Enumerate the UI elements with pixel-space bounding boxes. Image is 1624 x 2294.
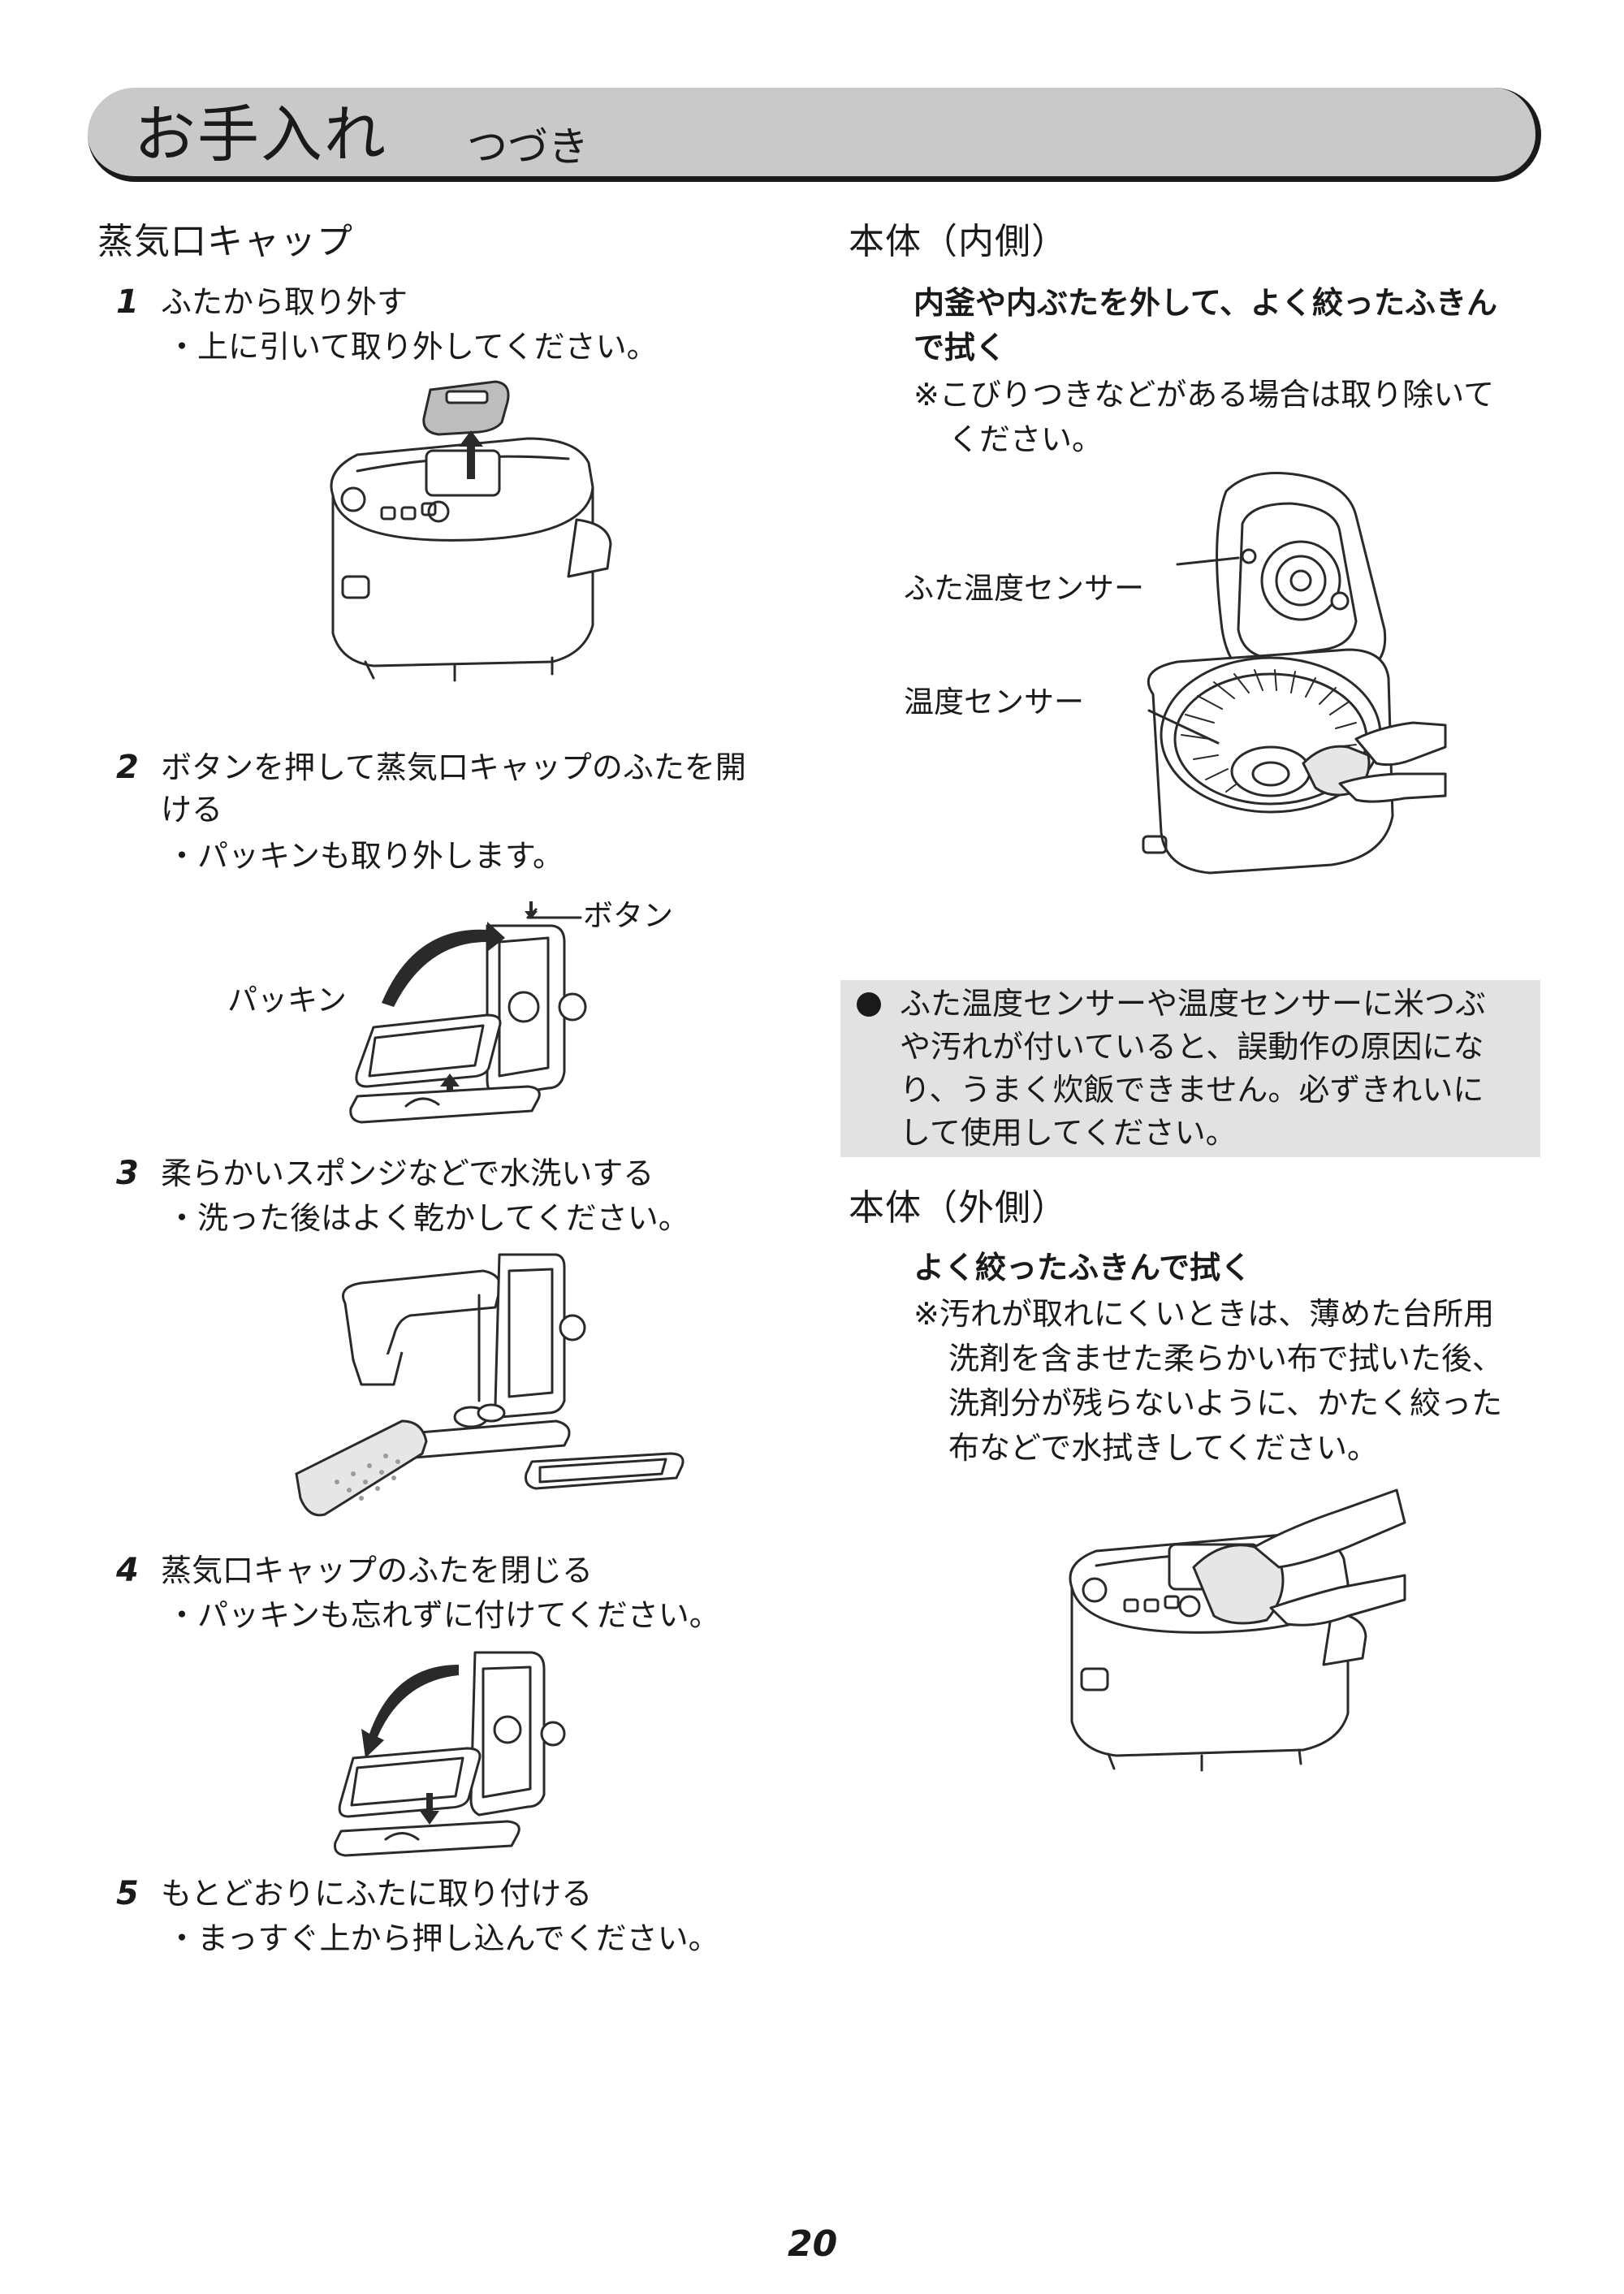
page-title: お手入れ [134, 98, 387, 171]
label-button: ボタン [583, 898, 673, 933]
section-title-inner: 本体（内側） [849, 221, 1068, 262]
step-3-number: 3 [116, 1155, 139, 1192]
warning-line-1: ふた温度センサーや温度センサーに米つぶ [900, 986, 1487, 1022]
inner-instruction-line2: で拭く [914, 330, 1007, 365]
inner-note-line2: ください。 [948, 421, 1104, 457]
step-5-number: 5 [116, 1875, 139, 1912]
step-4-text: 蒸気口キャップのふたを閉じる [161, 1553, 594, 1588]
section-title-outer: 本体（外側） [849, 1187, 1068, 1229]
illustration-cap-open [349, 901, 587, 1124]
bullet-dot-icon [857, 992, 881, 1017]
outer-note-line4: 布などで水拭きしてください。 [948, 1430, 1378, 1466]
step-1-bullet: ・上に引いて取り外してください。 [166, 329, 658, 365]
label-packing: パッキン [227, 983, 347, 1017]
step-2-number: 2 [116, 749, 139, 786]
outer-note-line2: 洗剤を含ませた柔らかい布で拭いた後、 [948, 1341, 1503, 1376]
step-3-text: 柔らかいスポンジなどで水洗いする [161, 1156, 654, 1191]
step-2-text-line2: ける [161, 792, 223, 827]
step-4-bullet: ・パッキンも忘れずに付けてください。 [166, 1597, 720, 1633]
step-5-text: もとどおりにふたに取り付ける [161, 1876, 593, 1912]
label-temperature-sensor: 温度センサー [904, 685, 1084, 719]
warning-line-4: して使用してください。 [900, 1115, 1237, 1151]
step-2-bullet: ・パッキンも取り外します。 [166, 838, 564, 874]
warning-box [840, 980, 1540, 1157]
page-number: 20 [788, 2223, 838, 2265]
step-4-number: 4 [116, 1552, 139, 1589]
step-5-bullet: ・まっすぐ上から押し込んでください。 [166, 1920, 719, 1956]
illustration-washing-sponge [295, 1253, 685, 1517]
page-subtitle: つづき [467, 123, 589, 171]
label-lid-temperature-sensor: ふた温度センサー [904, 571, 1144, 606]
header-banner [88, 88, 1541, 182]
warning-text: ふた温度センサーや温度センサーに米つぶ や汚れが付いていると、誤動作の原因にな … [900, 983, 1525, 1155]
inner-instruction-line1: 内釜や内ぶたを外して、よく絞ったふきん [914, 285, 1497, 321]
illustration-cooker-cap-removal [330, 380, 612, 682]
outer-note-line1: ※汚れが取れにくいときは、薄めた台所用 [914, 1296, 1495, 1332]
inner-note-line1: ※こびりつきなどがある場合は取り除いて [914, 377, 1495, 413]
step-1-number: 1 [116, 283, 139, 321]
illustration-outer-cleaning [1069, 1488, 1406, 1772]
section-title-steam-cap: 蒸気口キャップ [97, 221, 353, 262]
warning-line-2: や汚れが付いていると、誤動作の原因にな [900, 1029, 1484, 1065]
step-1-text: ふたから取り外す [161, 284, 408, 320]
step-3-bullet: ・洗った後はよく乾かしてください。 [166, 1200, 689, 1236]
warning-line-3: り、うまく炊飯できません。必ずきれいに [900, 1072, 1484, 1108]
illustration-cap-close [334, 1651, 566, 1857]
outer-instruction: よく絞ったふきんで拭く [914, 1250, 1252, 1285]
illustration-inner-cleaning [1142, 472, 1447, 875]
outer-note-line3: 洗剤分が残らないように、かたく絞った [948, 1385, 1503, 1421]
step-2-text-line1: ボタンを押して蒸気口キャップのふたを開 [161, 750, 746, 785]
